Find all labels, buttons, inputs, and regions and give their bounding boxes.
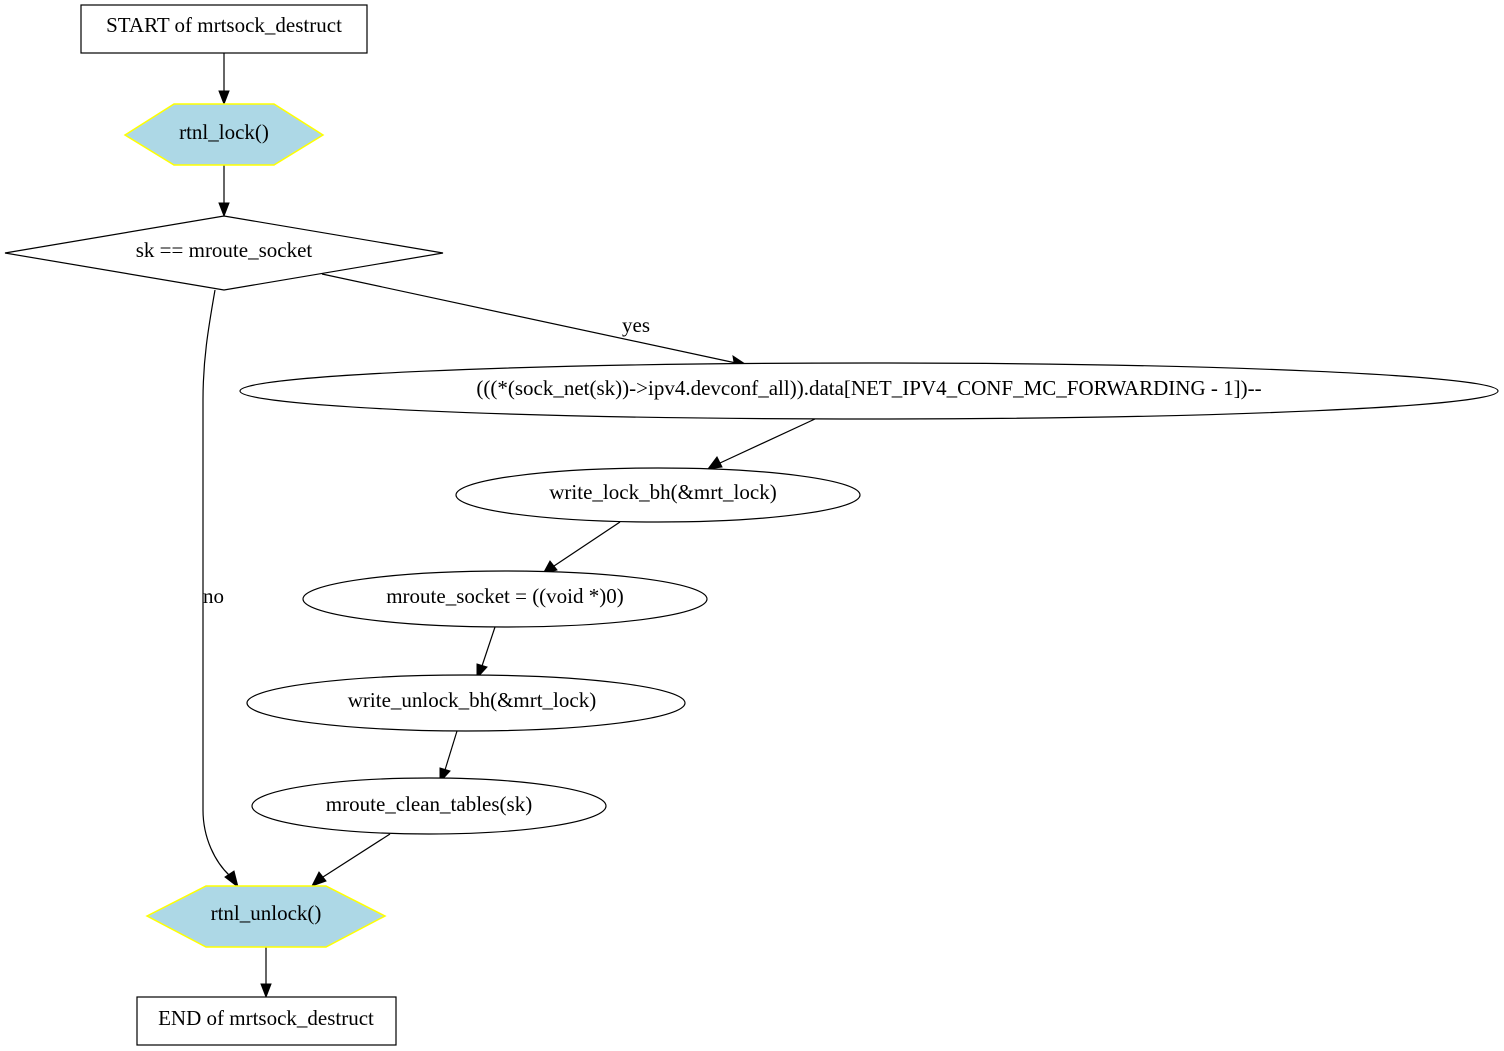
edge-write-lock-to-mroute-assign [541,521,621,575]
node-decision-label: sk == mroute_socket [136,238,313,262]
node-devconf-label: (((*(sock_net(sk))->ipv4.devconf_all)).d… [476,376,1261,400]
node-write-unlock-label: write_unlock_bh(&mrt_lock) [348,688,596,712]
edge-rtnl-unlock-to-end [260,947,272,999]
node-write-lock: write_lock_bh(&mrt_lock) [455,467,861,523]
edge-label-yes: yes [622,313,650,337]
edge-start-to-rtnl-lock [218,53,230,106]
node-rtnl-unlock: rtnl_unlock() [145,885,387,948]
node-clean-tables-label: mroute_clean_tables(sk) [326,792,532,816]
edge-mroute-assign-to-write-unlock [476,626,496,680]
edge-clean-tables-to-rtnl-unlock [310,833,391,887]
node-start-label: START of mrtsock_destruct [106,13,342,37]
node-write-lock-label: write_lock_bh(&mrt_lock) [549,480,776,504]
node-rtnl-unlock-label: rtnl_unlock() [211,901,322,925]
node-write-unlock: write_unlock_bh(&mrt_lock) [246,674,686,732]
node-start: START of mrtsock_destruct [80,4,368,54]
node-decision: sk == mroute_socket [4,215,444,291]
node-clean-tables: mroute_clean_tables(sk) [251,777,607,835]
node-rtnl-lock: rtnl_lock() [123,103,325,166]
node-devconf: (((*(sock_net(sk))->ipv4.devconf_all)).d… [239,362,1499,420]
node-end: END of mrtsock_destruct [136,996,397,1046]
node-mroute-assign-label: mroute_socket = ((void *)0) [386,584,624,608]
edge-write-unlock-to-clean-tables [439,730,458,784]
edge-no: no [202,289,239,889]
edge-label-no: no [203,584,224,608]
edges: yes no [202,53,816,999]
edge-devconf-to-write-lock [706,418,816,470]
edge-rtnl-lock-to-decision [218,165,230,218]
node-mroute-assign: mroute_socket = ((void *)0) [302,570,708,628]
node-rtnl-lock-label: rtnl_lock() [179,120,269,144]
edge-yes: yes [321,273,750,369]
node-end-label: END of mrtsock_destruct [158,1006,374,1030]
